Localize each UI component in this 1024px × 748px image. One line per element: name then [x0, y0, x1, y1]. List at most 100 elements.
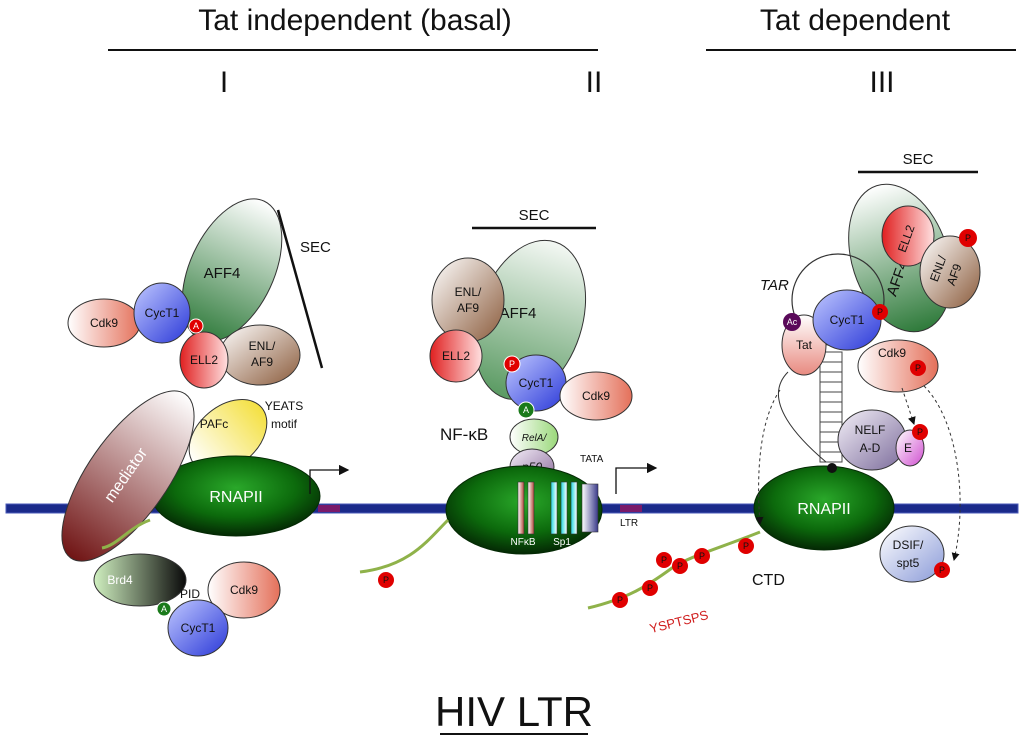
p1-rnapii-label: RNAPII: [209, 489, 262, 506]
p3-rnapii: [753, 465, 895, 551]
p1-yeats-label-2: motif: [271, 417, 298, 431]
p3-nelf-label-1: NELF: [855, 423, 886, 437]
p1-pafc-label: PAFc: [200, 417, 228, 431]
p3-ctd-p1-label: P: [743, 541, 749, 551]
stage-3-label: III: [869, 66, 894, 99]
p3-phospho-enl: [959, 229, 977, 247]
p1-cyct1: [133, 282, 191, 344]
p3-cdk9: [857, 339, 939, 393]
p3-phospho-dsif: [934, 562, 950, 578]
p2-sp1-site-2: [560, 481, 568, 535]
p3-sec-label: SEC: [903, 151, 934, 168]
p3-tar-stem: [819, 351, 843, 463]
p1-enl-label-2: AF9: [251, 355, 273, 369]
p2-nfkb-site-label: NFκB: [511, 537, 536, 548]
p3-tat-label: Tat: [796, 338, 813, 352]
tat-dependent-header: Tat dependent: [760, 4, 951, 37]
p1-acetyl-marker-b: [156, 601, 172, 617]
p1-rna: [101, 518, 151, 550]
p2-cdk9: [559, 371, 633, 421]
p2-enl-label-2: AF9: [457, 301, 479, 315]
p2-sec-label: SEC: [519, 207, 550, 224]
p2-rna: [359, 518, 450, 574]
tat-independent-header: Tat independent (basal): [198, 4, 512, 37]
p3-nelf-e-label: E: [904, 441, 912, 455]
p2-acetyl-label: A: [523, 405, 529, 415]
p3-phospho-nelf: [912, 424, 928, 440]
p1-cdk9-b-label: Cdk9: [230, 583, 258, 597]
p2-ctd-phospho: [378, 572, 394, 588]
p3-ctd-p5-label: P: [647, 583, 653, 593]
p3-ctd-p5: [642, 580, 658, 596]
hiv-ltr-title: HIV LTR: [435, 688, 593, 735]
p1-acetyl-marker: [188, 318, 204, 334]
p3-ctd-p2: [694, 548, 710, 564]
p1-cyct1-b: [167, 599, 229, 657]
p1-brd4-label: Brd4: [107, 573, 133, 587]
p2-cdk9-label: Cdk9: [582, 389, 610, 403]
p3-tar-stem-rungs: [820, 361, 842, 453]
p2-nfkb-label: NF-κB: [440, 425, 488, 444]
p3-phospho-cyct1-label: P: [877, 307, 883, 317]
p1-mediator: [61, 390, 195, 562]
p1-acetyl-b-label: A: [161, 604, 167, 614]
p1-cdk9-b: [207, 561, 281, 619]
p3-ysptsps-label: YSPTSPS: [648, 607, 710, 636]
p3-phospho-cyct1: [872, 304, 888, 320]
p2-ell2-label: ELL2: [442, 349, 470, 363]
p3-ctd-p6-label: P: [617, 595, 623, 605]
p3-dsif-label-1: DSIF/: [893, 538, 924, 552]
p3-phospho-nelf-label: P: [917, 427, 923, 437]
promoter-marker-1: [318, 505, 340, 512]
p1-tss-arrow: [309, 464, 350, 494]
p1-sec-bracket: [276, 209, 324, 369]
p2-tss-arrow: [615, 462, 658, 494]
p3-phospho-enl-label: P: [965, 233, 971, 243]
p1-cyct1-b-label: CycT1: [181, 621, 216, 635]
p1-sec-label: SEC: [300, 239, 331, 256]
p1-enl-label-1: ENL/: [249, 339, 276, 353]
p2-nfkb-site-1: [517, 481, 525, 535]
p3-ac-label: Ac: [787, 317, 798, 327]
p1-acetyl-label: A: [193, 321, 199, 331]
p3-rna-anchor: [827, 463, 837, 473]
p3-arrow-to-ctd: [755, 389, 781, 525]
p3-cdk9-label: Cdk9: [878, 346, 906, 360]
p2-enl-label-1: ENL/: [455, 285, 482, 299]
p2-tata-box: [581, 483, 599, 533]
p3-enl-af9: [919, 235, 981, 309]
p3-dsif: [879, 525, 945, 583]
p3-nelf-label-2: A-D: [860, 441, 881, 455]
p3-cyct1-label: CycT1: [830, 313, 865, 327]
stage-1-label: I: [220, 66, 228, 99]
p3-phospho-dsif-label: P: [939, 565, 945, 575]
p1-brd4: [93, 553, 187, 607]
p1-pid-label: PID: [180, 587, 200, 601]
p3-ctd-p1: [738, 538, 754, 554]
p2-ltr-label: LTR: [620, 518, 638, 529]
p2-ell2: [429, 329, 483, 383]
p3-arrow-to-dsif: [923, 385, 961, 561]
p1-ell2-label: ELL2: [190, 353, 218, 367]
panel-3-tat-dependent: SEC AFF4 ELL2 ENL/ AF9 P TAR Tat Ac CycT…: [587, 151, 981, 636]
p2-sp1-label: Sp1: [553, 537, 571, 548]
promoter-marker-2: [620, 505, 642, 512]
p2-tata-label: TATA: [580, 454, 604, 465]
p1-aff4-label: AFF4: [204, 265, 241, 282]
p3-tar-label: TAR: [760, 277, 789, 294]
p2-enl-af9: [431, 257, 505, 343]
panel-2-basal: SEC AFF4 ENL/ AF9 ELL2 CycT1 P Cdk9 A NF…: [359, 207, 658, 588]
p2-ctd-phospho-label: P: [383, 575, 389, 585]
p3-ac-marker: [783, 313, 801, 331]
p1-cyct1-label: CycT1: [145, 306, 180, 320]
p3-ctd-p4: [656, 552, 672, 568]
p3-ctd-label: CTD: [752, 572, 785, 589]
p3-ctd-p3-label: P: [677, 561, 683, 571]
p2-nfkb-site-2: [527, 481, 535, 535]
p3-ctd-p3: [672, 558, 688, 574]
panel-1-basal: SEC AFF4 Cdk9 CycT1 ENL/ AF9 ELL2 A PAFc…: [61, 198, 350, 657]
p2-aff4-label: AFF4: [500, 305, 537, 322]
p3-tar-rna-tether: [777, 371, 827, 463]
stage-2-label: II: [586, 66, 603, 99]
